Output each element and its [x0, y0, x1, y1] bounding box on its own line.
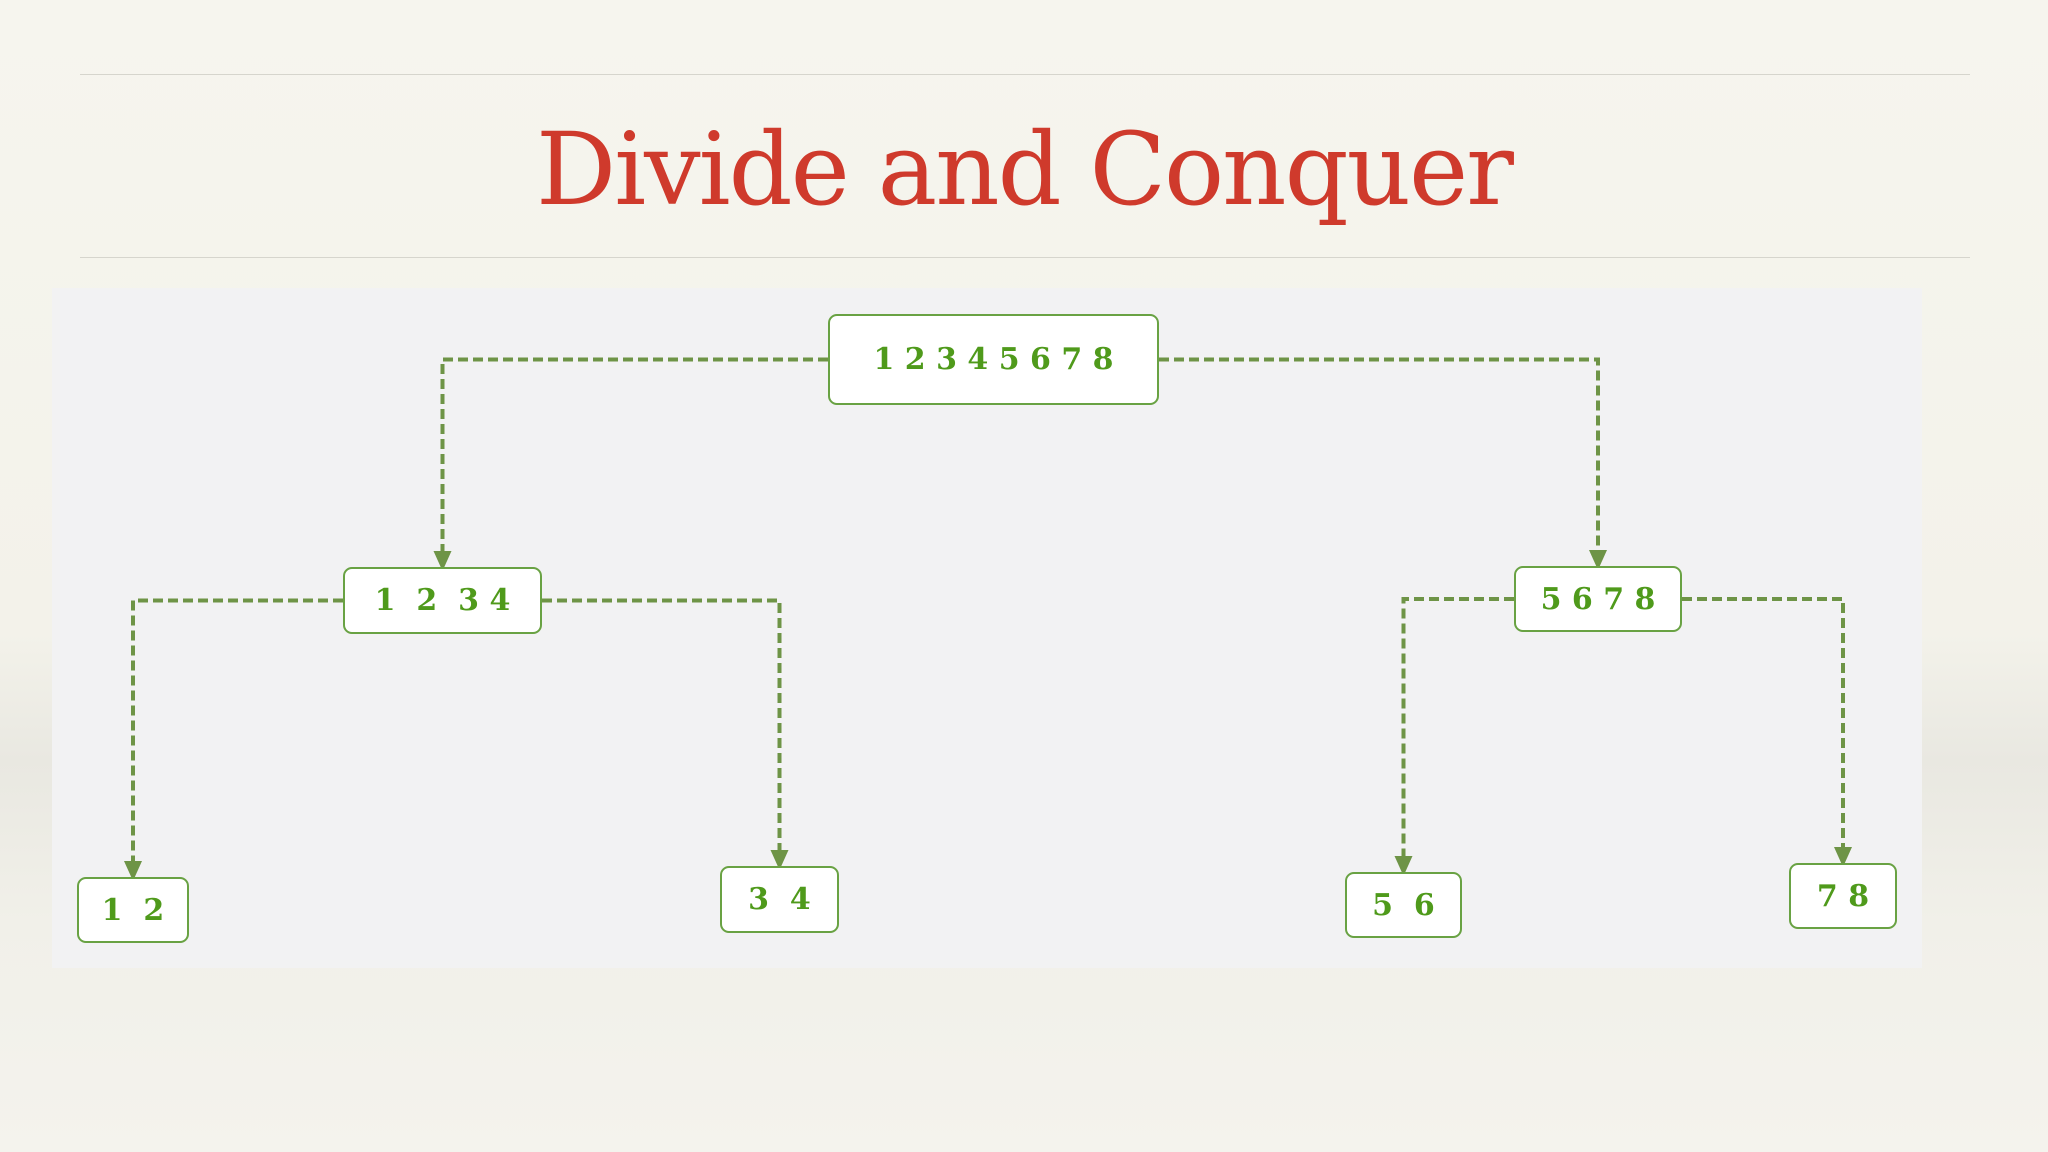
slide-title: Divide and Conquer	[536, 111, 1514, 228]
connector-right-to-leaf_5_6	[1394, 597, 1514, 876]
node-right-label: 5 6 7 8	[1540, 581, 1656, 617]
node-leaf-1-2: 1 2	[77, 877, 189, 943]
connector-root-to-right	[1159, 357, 1607, 570]
node-root-label: 1 2 3 4 5 6 7 8	[873, 342, 1114, 377]
connector-root-to-left	[433, 357, 828, 571]
node-root: 1 2 3 4 5 6 7 8	[828, 314, 1159, 405]
node-leaf-7-8: 7 8	[1789, 863, 1897, 929]
node-right: 5 6 7 8	[1514, 566, 1682, 632]
connector-left-to-leaf_3_4	[542, 598, 789, 870]
node-leaf-1-2-label: 1 2	[101, 892, 165, 928]
connector-right-to-leaf_7_8	[1682, 597, 1852, 867]
node-left-label: 1 2 3 4	[374, 583, 511, 618]
node-leaf-7-8-label: 7 8	[1816, 878, 1870, 914]
top-divider-rule	[80, 74, 1970, 75]
node-leaf-5-6-label: 5 6	[1372, 887, 1435, 923]
node-leaf-5-6: 5 6	[1345, 872, 1462, 938]
node-leaf-3-4: 3 4	[720, 866, 839, 933]
title-divider-rule	[80, 257, 1970, 258]
node-leaf-3-4-label: 3 4	[748, 882, 811, 917]
connector-left-to-leaf_1_2	[124, 598, 343, 881]
node-left: 1 2 3 4	[343, 567, 542, 634]
